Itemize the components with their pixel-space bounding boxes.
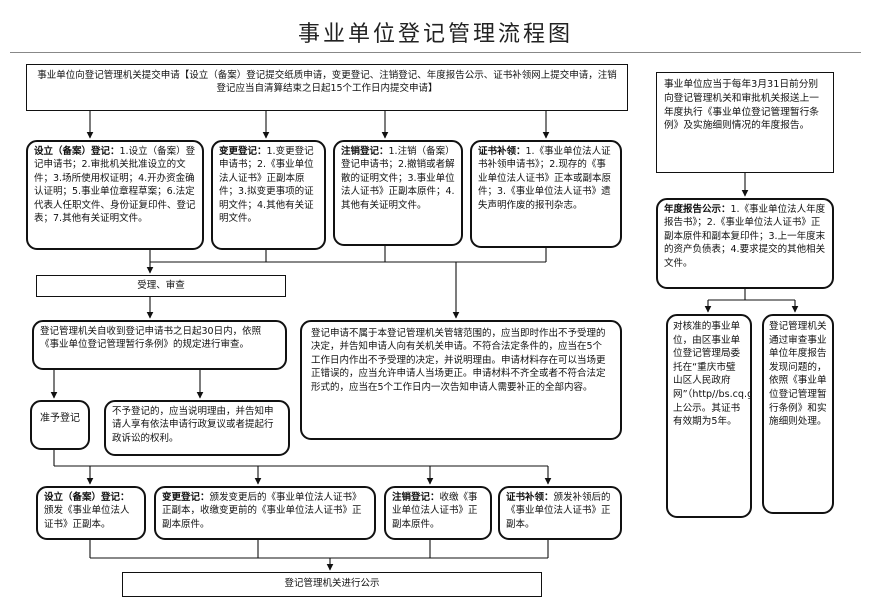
reissue-requirements-box: 证书补领：1.《事业单位法人证书补领申请书》；2.现存的《事业单位法人证书》正本… [470,140,622,248]
result-reissue-heading: 证书补领： [506,492,554,503]
deny-text: 不予登记的，应当说明理由，并告知申请人享有依法申请行政复议或者提起行政诉讼的权利… [112,406,274,444]
change-requirements-box: 变更登记：1.变更登记申请书；2.《事业单位法人证书》正副本原件；3.拟变更事项… [211,140,326,250]
result-setup-text: 颁发《事业单位法人证书》正副本。 [44,505,130,530]
cancel-requirements-heading: 注销登记： [341,146,389,157]
setup-requirements-text: 1.设立（备案）登记申请书；2.审批机关批准设立的文件；3.场所使用权证明；4.… [34,146,196,225]
annual-requirements-heading: 年度报告公示： [664,204,731,215]
result-reissue-box: 证书补领：颁发补领后的《事业单位法人证书》正副本。 [498,486,622,540]
cancel-requirements-text: 1.注销（备案）登记申请书；2.撤销或者解散的证明文件；3.事业单位法人证书》正… [341,146,455,211]
annual-problem-text: 登记管理机关通过审查事业单位年度报告发现问题的，依照《事业单位登记管理暂行条例》… [769,321,827,428]
approve-box: 准予登记 [30,400,90,450]
change-requirements-heading: 变更登记： [219,146,267,157]
accept-review-label: 受理、审查 [137,280,185,291]
review-box: 登记管理机关自收到登记申请书之日起30日内，依照《事业单位登记管理暂行条例》的规… [32,320,287,370]
result-setup-box: 设立（备案）登记： 颁发《事业单位法人证书》正副本。 [36,486,146,540]
publish-label: 登记管理机关进行公示 [284,578,380,589]
annual-requirements-box: 年度报告公示：1.《事业单位法人年度报告书》；2.《事业单位法人证书》正副本原件… [656,198,834,289]
result-cancel-box: 注销登记：收缴《事业单位法人证书》正副本原件。 [384,486,492,540]
result-cancel-text: 收缴《事业单位法人证书》正副本原件。 [392,492,478,530]
annual-requirements-text: 1.《事业单位法人年度报告书》；2.《事业单位法人证书》正副本原件和副本复印件；… [664,204,826,269]
result-change-box: 变更登记：颁发变更后的《事业单位法人证书》正副本，收缴变更前的《事业单位法人证书… [154,486,376,540]
accept-review-box: 受理、审查 [36,275,286,297]
change-requirements-text: 1.变更登记申请书；2.《事业单位法人证书》正副本原件；3.拟变更事项的证明文件… [219,146,314,225]
not-accepted-box: 登记申请不属于本登记管理机关管辖范围的，应当即时作出不予受理的决定，并告知申请人… [300,320,622,440]
setup-requirements-box: 设立（备案）登记：1.设立（备案）登记申请书；2.审批机关批准设立的文件；3.场… [26,140,204,250]
annual-problem-box: 登记管理机关通过审查事业单位年度报告发现问题的，依照《事业单位登记管理暂行条例》… [762,314,834,514]
title-divider [10,52,861,53]
approve-label: 准予登记 [40,413,80,424]
not-accepted-text: 登记申请不属于本登记管理机关管辖范围的，应当即时作出不予受理的决定，并告知申请人… [311,328,606,393]
page-title: 事业单位登记管理流程图 [297,22,573,47]
annual-intro-box: 事业单位应当于每年3月31日前分别向登记管理机关和审批机关报送上一年度执行《事业… [656,72,834,173]
result-change-text: 颁发变更后的《事业单位法人证书》正副本，收缴变更前的《事业单位法人证书》正副本原… [162,492,362,530]
submit-application-text: 事业单位向登记管理机关提交申请【设立（备案）登记提交纸质申请，变更登记、注销登记… [37,70,617,95]
reissue-requirements-heading: 证书补领： [478,146,526,157]
result-change-heading: 变更登记： [162,492,210,503]
result-setup-heading: 设立（备案）登记： [44,492,130,503]
annual-pass-box: 对核准的事业单位，由区事业单位登记管理局委托在“重庆市璧山区人民政府网”（htt… [666,314,752,518]
reissue-requirements-text: 1.《事业单位法人证书补领申请书》；2.现存的《事业单位法人证书》正本或副本原件… [478,146,612,211]
annual-intro-text: 事业单位应当于每年3月31日前分别向登记管理机关和审批机关报送上一年度执行《事业… [664,79,819,132]
result-cancel-heading: 注销登记： [392,492,440,503]
result-reissue-text: 颁发补领后的《事业单位法人证书》正副本。 [506,492,611,530]
deny-box: 不予登记的，应当说明理由，并告知申请人享有依法申请行政复议或者提起行政诉讼的权利… [104,400,290,456]
cancel-requirements-box: 注销登记：1.注销（备案）登记申请书；2.撤销或者解散的证明文件；3.事业单位法… [333,140,463,246]
submit-application-box: 事业单位向登记管理机关提交申请【设立（备案）登记提交纸质申请，变更登记、注销登记… [26,64,628,111]
annual-pass-text: 对核准的事业单位，由区事业单位登记管理局委托在“重庆市璧山区人民政府网”（htt… [673,321,750,428]
setup-requirements-heading: 设立（备案）登记： [34,146,120,157]
review-text: 登记管理机关自收到登记申请书之日起30日内，依照《事业单位登记管理暂行条例》的规… [40,326,262,351]
publish-box: 登记管理机关进行公示 [122,572,542,597]
